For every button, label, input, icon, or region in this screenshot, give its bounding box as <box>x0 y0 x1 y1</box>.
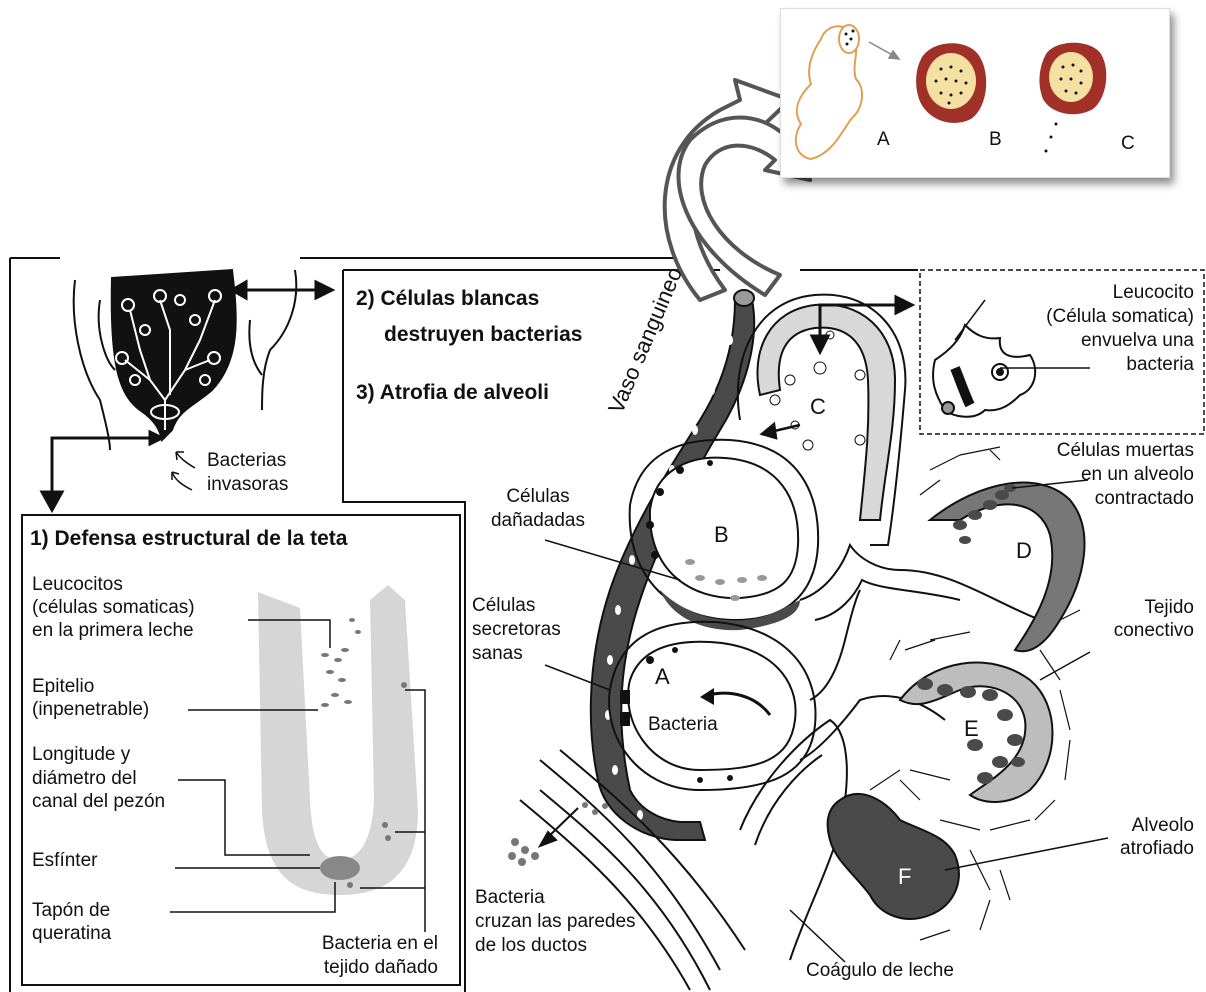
epitelio-label-1: Epitelio <box>32 676 94 698</box>
inset-alveoli-cluster <box>796 25 862 159</box>
leucocito-label-3: envuelva una <box>1081 330 1194 352</box>
longitud-label-1: Longitude y <box>32 744 130 766</box>
alveolus-letter-b: B <box>714 524 729 546</box>
alveolus-d <box>930 483 1084 652</box>
celulas-danadas-label-1: Células <box>488 486 588 508</box>
inset-cell-b <box>916 43 986 123</box>
muertas-label-3: contractado <box>1095 488 1194 510</box>
bacteria-label-line1: Bacterias <box>207 450 286 472</box>
alveolus-letter-c: C <box>810 396 826 418</box>
inset-label-c: C <box>1121 133 1135 155</box>
inset-label-a: A <box>877 129 890 151</box>
inset-drawing <box>781 9 1169 177</box>
section-2-title-line1: 2) Células blancas <box>356 284 539 314</box>
alveolo-atrofiado-label-2: atrofiado <box>1120 838 1194 860</box>
leucocitos-label-2: (células somaticas) <box>32 597 195 619</box>
muertas-label-1: Células muertas <box>1057 440 1194 462</box>
cruzan-label-3: de los ductos <box>475 935 587 957</box>
inset-cell-c <box>1039 43 1106 153</box>
c-arrow <box>762 424 800 438</box>
secretoras-label-3: sanas <box>472 643 523 665</box>
teat-canal <box>258 585 418 895</box>
secretoras-label-2: secretoras <box>472 619 561 641</box>
bacteria-cluster <box>508 802 608 866</box>
bacteria-tejido-label-1: Bacteria en el <box>322 933 438 955</box>
longitud-label-2: diámetro del <box>32 768 137 790</box>
leucocito-label-4: bacteria <box>1126 354 1194 376</box>
inset-label-b: B <box>989 129 1002 151</box>
bacteria-label-line2: invasoras <box>207 474 288 496</box>
section-1-title: 1) Defensa estructural de la teta <box>30 524 347 554</box>
leucocito-label-2: (Célula somatica) <box>1046 306 1194 328</box>
alveolus-letter-e: E <box>964 718 979 740</box>
alveolus-a <box>609 622 815 790</box>
tapon-label-2: queratina <box>32 923 111 945</box>
section-3-title: 3) Atrofia de alveoli <box>356 378 549 408</box>
bacteria-label: Bacteria <box>648 714 718 736</box>
tapon-label-1: Tapón de <box>32 900 110 922</box>
alveolo-atrofiado-label-1: Alveolo <box>1132 815 1194 837</box>
bacteria-tejido-label-2: tejido dañado <box>324 957 438 979</box>
leucocitos-label-1: Leucocitos <box>32 574 123 596</box>
inset-figure: A B C <box>780 8 1170 178</box>
cross-arrow <box>540 808 578 846</box>
leucocito-cell <box>933 325 1035 417</box>
tejido-label-1: Tejido <box>1144 597 1194 619</box>
longitud-label-3: canal del pezón <box>32 791 165 813</box>
alveolus-letter-d: D <box>1016 540 1032 562</box>
cruzan-label-1: Bacteria <box>475 887 545 909</box>
tejido-label-2: conectivo <box>1114 620 1194 642</box>
alveolus-letter-a: A <box>655 666 670 688</box>
section-2-title-line2: destruyen bacterias <box>384 320 582 350</box>
muertas-label-2: en un alveolo <box>1081 464 1194 486</box>
bacteria-arrows <box>172 452 195 490</box>
alveolus-f <box>828 794 959 919</box>
leucocito-label-1: Leucocito <box>1113 282 1194 304</box>
cruzan-label-2: cruzan las paredes <box>475 911 636 933</box>
secretoras-label-1: Células <box>472 595 535 617</box>
esfinter-label: Esfínter <box>32 850 97 872</box>
leucocitos-label-3: en la primera leche <box>32 620 194 642</box>
celulas-danadas-label-2: dañadadas <box>488 510 588 532</box>
alveolus-letter-f: F <box>898 866 911 888</box>
coagulo-label: Coágulo de leche <box>806 960 954 982</box>
epitelio-label-2: (inpenetrable) <box>32 699 149 721</box>
